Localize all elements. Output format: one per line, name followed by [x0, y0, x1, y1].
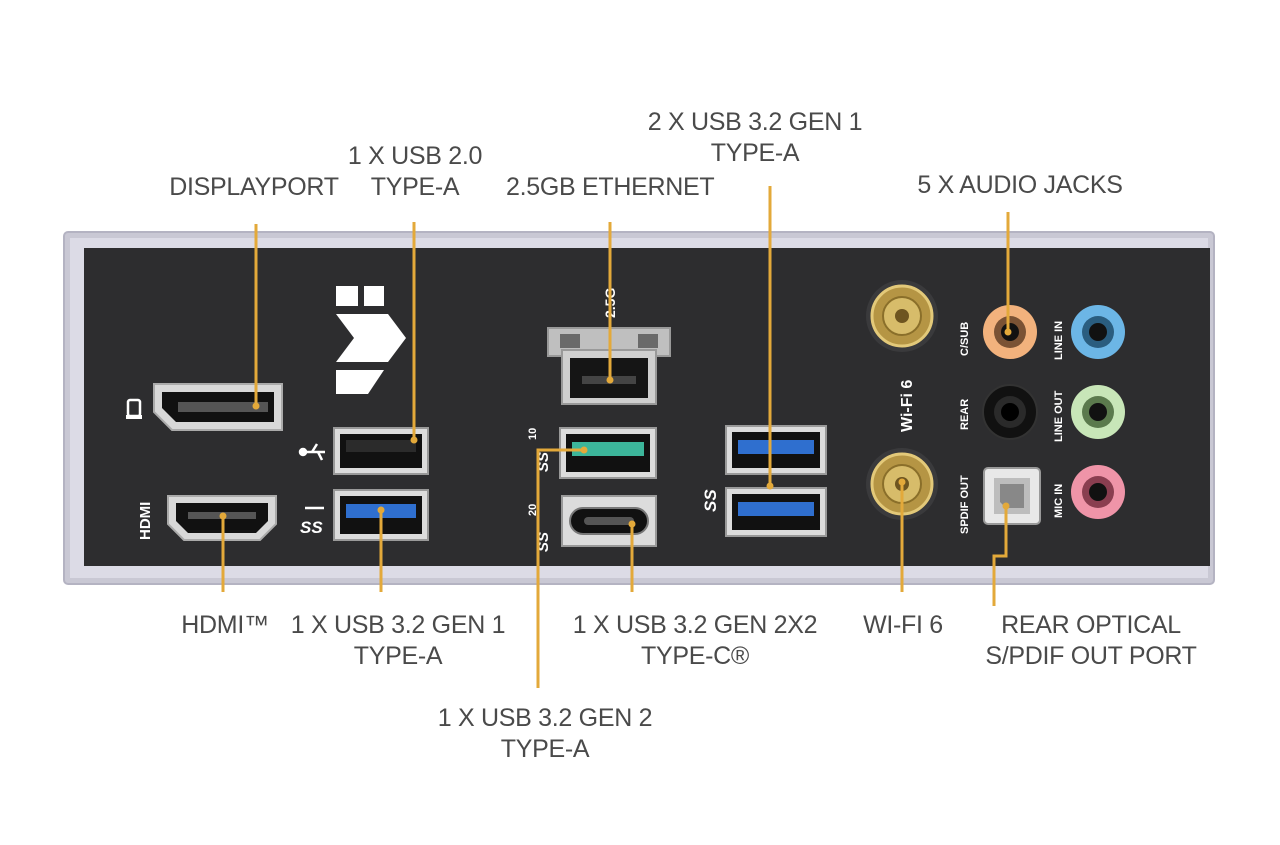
audio-jack-rear [982, 384, 1038, 440]
wifi-silkscreen: Wi-Fi 6 [899, 380, 916, 432]
micin-silkscreen: MIC IN [1053, 484, 1065, 518]
usb20-port [333, 427, 429, 475]
audio-jack-line-in [1071, 305, 1125, 359]
leader-lines [221, 186, 1010, 688]
svg-text:SS: SS [300, 518, 323, 537]
label-wifi: WI-FI 6 [863, 611, 943, 639]
linein-silkscreen: LINE IN [1053, 321, 1065, 360]
usb32g2-port [559, 427, 657, 479]
spdif-silkscreen: SPDIF OUT [959, 475, 971, 534]
svg-text:SS: SS [701, 489, 720, 512]
label-displayport: DISPLAYPORT [169, 173, 339, 201]
rear-silkscreen: REAR [959, 399, 971, 430]
label-audio: 5 X AUDIO JACKS [917, 171, 1123, 199]
superspeed-usb-icon: SS [701, 489, 720, 512]
svg-text:20: 20 [527, 504, 539, 516]
wifi-antenna-connector-bottom [866, 448, 938, 520]
usb32g1-top-port-2 [725, 487, 827, 537]
displayport-port [153, 383, 283, 431]
leader-usb32g2 [536, 448, 584, 688]
audio-jack-line-out [1071, 385, 1125, 439]
wifi-antenna-connector-top [866, 280, 938, 352]
hdmi-silkscreen: HDMI [137, 502, 154, 540]
superspeed-usb-icon: SS [300, 506, 324, 537]
audio-jack-mic-in [1071, 465, 1125, 519]
displayport-icon [126, 398, 142, 419]
csub-silkscreen: C/SUB [959, 322, 971, 356]
usb32g1-top-port-1 [725, 425, 827, 475]
tuf-logo [336, 286, 406, 394]
label-ethernet: 2.5GB ETHERNET [506, 173, 715, 201]
usb-icon [298, 443, 325, 461]
leader-spdif [992, 506, 1008, 606]
leader-dots [219, 328, 1012, 528]
svg-text:10: 10 [527, 428, 539, 440]
lineout-silkscreen: LINE OUT [1053, 390, 1065, 442]
usbc-port [561, 495, 657, 547]
spdif-optical-port [983, 467, 1041, 525]
label-hdmi: HDMI™ [181, 611, 269, 639]
